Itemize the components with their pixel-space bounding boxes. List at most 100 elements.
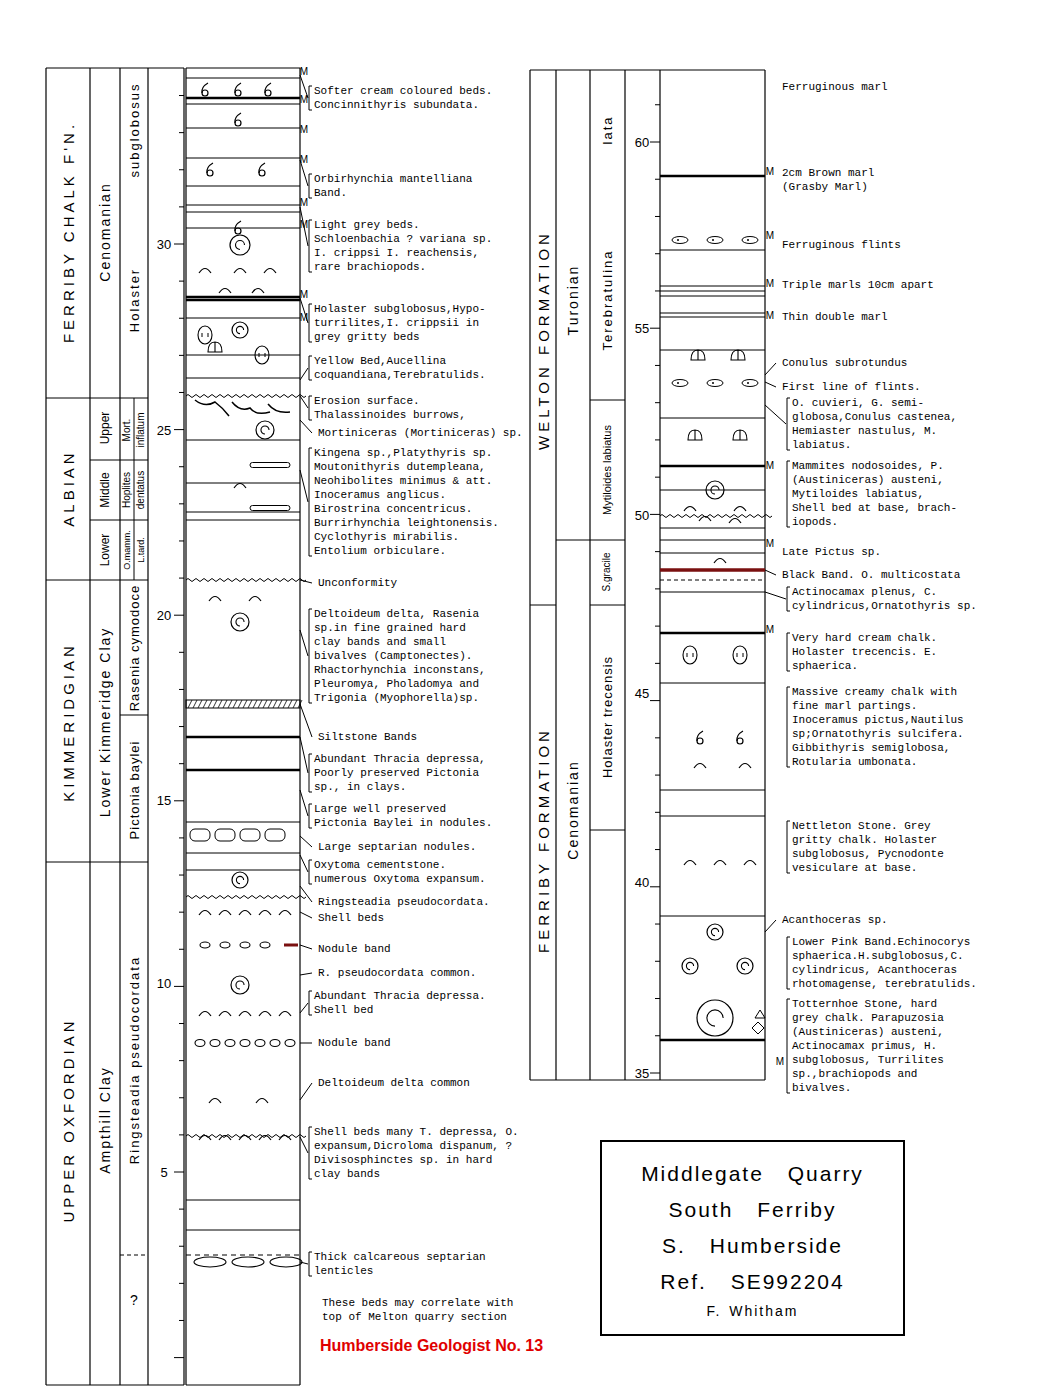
column-heading: Holaster trecensis (601, 656, 614, 778)
bracket (309, 991, 312, 1015)
unconformity-line (186, 896, 306, 899)
column-heading: Upper (99, 412, 111, 445)
ammonite-symbol (741, 962, 748, 969)
bivalve-symbol (199, 1012, 211, 1017)
column-heading: L.tard. (137, 537, 146, 563)
column-heading: FERRIBY FORMATION (536, 727, 551, 953)
rule (186, 296, 300, 299)
rule (660, 790, 765, 791)
bivalve-symbol (219, 911, 231, 916)
rule (655, 439, 660, 440)
ammonite-symbol (236, 241, 245, 250)
column-heading: dentatus (136, 471, 146, 509)
rule (655, 551, 660, 552)
author-credit: F. Whitham (612, 1300, 893, 1322)
echinoid-symbol (202, 333, 208, 337)
ammonite-symbol (256, 421, 274, 439)
rule (179, 1097, 184, 1098)
brachiopod-symbol (697, 738, 703, 744)
rule (186, 512, 300, 513)
column-heading: Middle (99, 472, 111, 507)
rule (268, 700, 272, 708)
column-heading: Lower (99, 534, 111, 567)
bivalve-symbol (252, 289, 264, 294)
leader-line (300, 836, 312, 847)
bed-description: Totternhoe Stone, hard grey chalk. Parap… (792, 997, 950, 1095)
rule (198, 700, 202, 708)
burrow-symbol (195, 400, 290, 416)
nodule-symbol (195, 1040, 205, 1047)
ammonite-symbol (236, 876, 243, 883)
leader-line (300, 704, 312, 737)
ammonite-symbol (706, 481, 724, 499)
rule (147, 68, 148, 1385)
column-heading: WELTON FORMATION (536, 230, 551, 450)
rule (764, 70, 765, 1080)
brachiopod-symbol (235, 90, 241, 96)
rule (179, 875, 184, 876)
bracket (309, 86, 312, 110)
bivalve-symbol (264, 269, 276, 274)
column-heading: Cenomanian (566, 760, 580, 859)
nodule-symbol (285, 1040, 295, 1047)
rule (650, 1073, 660, 1074)
leader-line (765, 405, 786, 424)
marl-mark: M (300, 313, 308, 323)
rule (174, 1172, 184, 1173)
nodule-symbol (270, 1040, 280, 1047)
rule (283, 700, 287, 708)
rule (284, 944, 298, 947)
rule (650, 142, 660, 143)
flint-symbol (677, 382, 679, 384)
rule (655, 365, 660, 366)
rule (174, 800, 184, 801)
rule (660, 296, 765, 297)
nodule-symbol (220, 942, 230, 948)
rule (179, 652, 184, 653)
bivalve-symbol (239, 1136, 251, 1141)
ammonite-symbol (232, 322, 248, 338)
bed-description: Nodule band (318, 942, 391, 956)
rule (90, 580, 120, 581)
bed-description: R. pseudocordata common. (318, 966, 476, 980)
bivalve-symbol (199, 1136, 211, 1141)
ammonite-symbol (707, 924, 723, 940)
bivalve-symbol (249, 597, 261, 602)
marl-mark: M (300, 67, 308, 77)
rule (655, 849, 660, 850)
rule (46, 398, 90, 399)
rule (660, 250, 765, 251)
rule (179, 726, 184, 727)
marl-mark: M (766, 279, 774, 289)
rule (203, 700, 207, 708)
rule (650, 514, 660, 515)
leader-line (300, 1262, 308, 1264)
rule (186, 736, 300, 739)
rule (655, 477, 660, 478)
nodule-symbol (194, 1257, 226, 1267)
leader-line (300, 1083, 312, 1100)
rule (174, 615, 184, 616)
leader-line (765, 592, 786, 599)
leader-line (300, 1003, 308, 1013)
rule (660, 286, 765, 287)
ammonite-symbol (231, 976, 249, 994)
flint-symbol (747, 239, 749, 241)
rule (179, 466, 184, 467)
leader-line (765, 382, 776, 387)
rule (120, 1255, 148, 1256)
bivalve-symbol (234, 484, 246, 489)
bracket (309, 754, 312, 792)
turrilite-symbol (752, 1010, 765, 1034)
rule (253, 700, 257, 708)
bivalve-symbol (209, 597, 221, 602)
bed-description: 2cm Brown marl (Grasby Marl) (782, 166, 888, 194)
leader-line (300, 855, 308, 872)
column-heading: Turonian (566, 265, 580, 336)
marl-mark: M (766, 311, 774, 321)
rule (179, 949, 184, 950)
nodule-symbol (232, 1257, 264, 1267)
flint-symbol (707, 237, 723, 244)
bed-description: These beds may correlate with top of Mel… (322, 1296, 520, 1324)
rule (174, 244, 184, 245)
